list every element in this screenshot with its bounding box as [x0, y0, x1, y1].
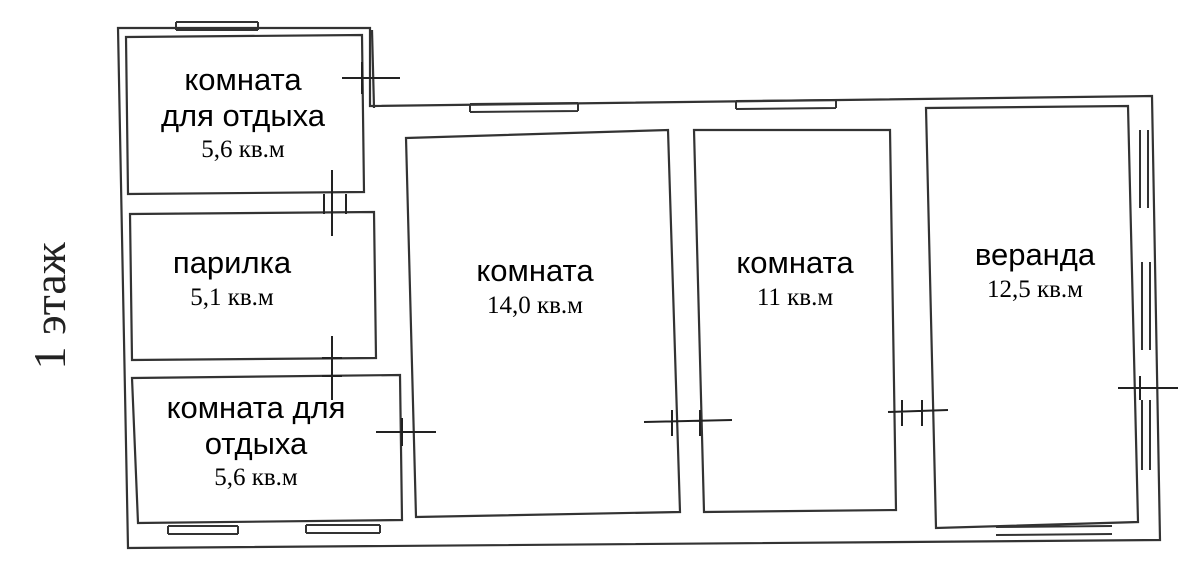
window-room-medium: [735, 99, 837, 110]
room-label-medium: комната 11 кв.м: [700, 244, 890, 314]
room-name: для отдыха: [160, 98, 326, 133]
room-outline-large: [404, 128, 682, 519]
room-area: 11 кв.м: [756, 284, 834, 311]
door-room-medium: [887, 400, 949, 426]
room-label-rest-top: комната для отдыха 5,6 кв.м: [128, 62, 358, 166]
room-name: комната: [476, 253, 594, 288]
room-name: комната: [184, 62, 302, 97]
room-outline-rest-bottom: [130, 373, 404, 525]
door-rest-bottom: [376, 418, 436, 446]
room-area: 12,5 кв.м: [986, 276, 1084, 303]
door-room-large: [643, 410, 733, 436]
window-bottom-left-2: [305, 524, 381, 534]
room-outline-rest-top: [124, 33, 366, 196]
room-outline-medium: [692, 128, 898, 514]
window-bottom-left-1: [167, 525, 239, 535]
room-outline-veranda: [924, 104, 1140, 530]
window-top-left: [175, 21, 259, 31]
room-area: 5,6 кв.м: [214, 464, 298, 491]
window-veranda-right-1: [1139, 130, 1149, 208]
room-label-veranda: веранда 12,5 кв.м: [930, 236, 1140, 306]
room-label-steam: парилка 5,1 кв.м: [132, 244, 332, 314]
room-name: комната: [736, 245, 854, 280]
room-area: 5,6 кв.м: [201, 136, 285, 163]
door-steam-rest-bottom: [322, 336, 342, 400]
left-wing-inner-wall: [370, 29, 376, 109]
floor-label: 1 этаж: [24, 242, 75, 370]
window-veranda-bottom: [995, 525, 1113, 536]
window-veranda-right-3: [1141, 400, 1151, 470]
window-veranda-right-2: [1141, 262, 1151, 350]
room-name: комната для: [166, 390, 346, 425]
room-name: парилка: [172, 245, 292, 280]
outer-wall: [116, 26, 1162, 550]
door-veranda: [1118, 376, 1178, 400]
room-name: отдыха: [204, 426, 308, 461]
door-rest-top: [342, 62, 400, 94]
room-area: 14,0 кв.м: [486, 292, 584, 319]
room-label-large: комната 14,0 кв.м: [412, 252, 658, 322]
door-rest-top-steam: [323, 170, 347, 236]
room-name: веранда: [974, 237, 1096, 272]
room-outline-steam: [128, 210, 378, 362]
room-area: 5,1 кв.м: [190, 284, 274, 311]
room-label-rest-bottom: комната для отдыха 5,6 кв.м: [140, 390, 372, 494]
window-room-large: [469, 102, 579, 113]
